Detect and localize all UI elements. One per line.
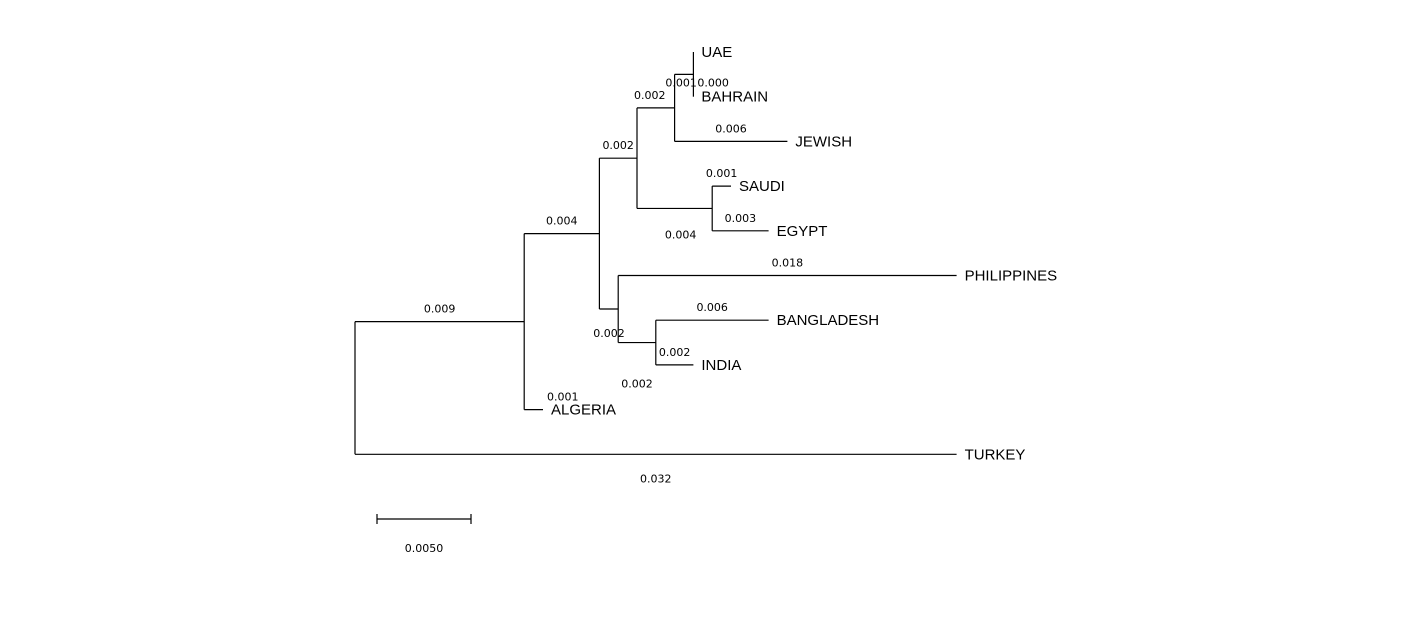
branch-length-label: 0.004 — [546, 215, 578, 228]
taxon-label-egypt: EGYPT — [777, 223, 828, 240]
branch-length-label: 0.002 — [602, 139, 634, 152]
branch-length-label: 0.006 — [715, 122, 747, 135]
scale-bar-label: 0.0050 — [405, 542, 444, 555]
branch-length-label: 0.000 — [697, 77, 729, 90]
taxon-label-bangladesh: BANGLADESH — [777, 312, 880, 329]
taxon-label-algeria: ALGERIA — [551, 402, 616, 419]
branch-length-label: 0.002 — [634, 89, 666, 102]
branch-length-label: 0.004 — [665, 228, 697, 241]
taxon-label-india: INDIA — [701, 357, 741, 374]
taxon-label-turkey: TURKEY — [965, 446, 1026, 463]
branch-length-label: 0.018 — [772, 257, 804, 270]
tree-branches — [354, 52, 957, 455]
taxon-label-philippines: PHILIPPINES — [965, 268, 1058, 285]
taxon-label-uae: UAE — [701, 44, 732, 61]
branch-length-label: 0.002 — [621, 378, 653, 391]
branch-length-label: 0.006 — [696, 301, 728, 314]
taxon-label-saudi: SAUDI — [739, 178, 785, 195]
taxon-label-jewish: JEWISH — [795, 133, 852, 150]
branch-length-label: 0.001 — [665, 76, 697, 89]
branch-length-label: 0.002 — [593, 327, 625, 340]
taxon-labels: UAE BAHRAIN JEWISH SAUDI EGYPT PHILIPPINES BAN… — [551, 44, 1057, 463]
branch-length-label: 0.001 — [547, 391, 579, 404]
branch-length-label: 0.003 — [725, 212, 757, 225]
taxon-label-bahrain: BAHRAIN — [701, 89, 768, 106]
branch-length-label: 0.001 — [706, 167, 738, 180]
branch-length-label: 0.002 — [659, 346, 691, 359]
branch-length-label: 0.009 — [424, 303, 456, 316]
branch-length-label: 0.032 — [640, 472, 672, 485]
scale-bar: 0.0050 — [376, 514, 472, 555]
